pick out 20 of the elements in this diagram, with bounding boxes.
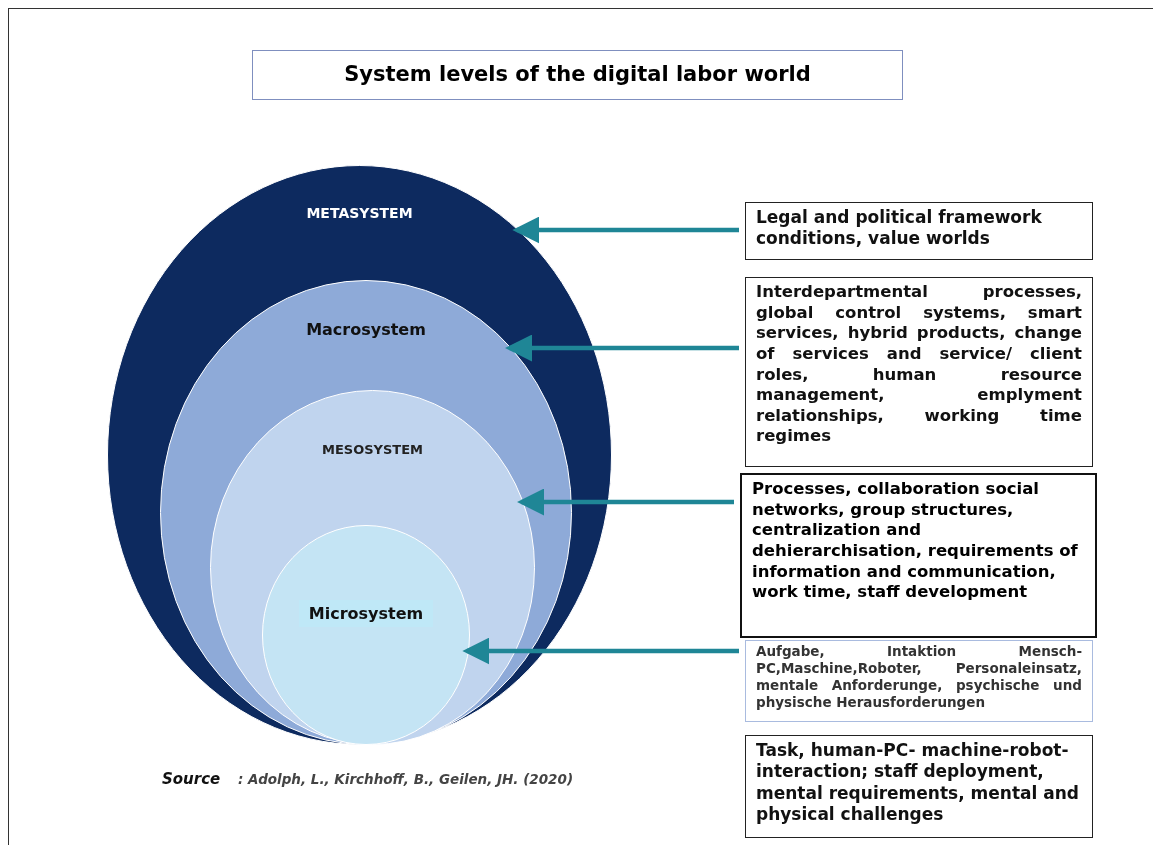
- inner-ellipse: [262, 525, 470, 745]
- arrow: [517, 488, 734, 516]
- level-label: METASYSTEM: [306, 205, 413, 221]
- arrow: [512, 216, 739, 244]
- level-label: Microsystem: [298, 600, 434, 627]
- ellipse: [210, 390, 535, 745]
- arrow: [505, 334, 739, 362]
- ellipse: [160, 280, 572, 745]
- outer-ellipse: [107, 165, 612, 745]
- arrow: [462, 637, 739, 665]
- citation: : Adolph, L., Kirchhoff, B., Geilen, JH. (2020): [238, 771, 574, 787]
- source-label: Source: [162, 770, 221, 788]
- title: System levels of the digital labor world: [252, 50, 903, 100]
- level-label: Macrosystem: [306, 320, 426, 339]
- text-box: Legal and political framework conditions, value worlds: [745, 202, 1093, 260]
- text-box: Task, human-PC- machine-robot-interaction; staff deployment, mental requirements, mental and physical challenges: [745, 735, 1093, 838]
- text-box: Processes, collaboration social networks, group structures, centralization and dehierarchisation, requirements of information and communication, work time, staff development: [740, 473, 1097, 638]
- text-box: Aufgabe, Intaktion Mensch-PC,Maschine,Roboter, Personaleinsatz, mentale Anforderunge, psychische und physische Herausforderungen: [745, 640, 1093, 722]
- text-box: Interdepartmental processes, global control systems, smart services, hybrid products, change of services and service/ client roles, human resource management, emplyment relationships, working time regimes: [745, 277, 1093, 467]
- level-label: MESOSYSTEM: [321, 442, 424, 457]
